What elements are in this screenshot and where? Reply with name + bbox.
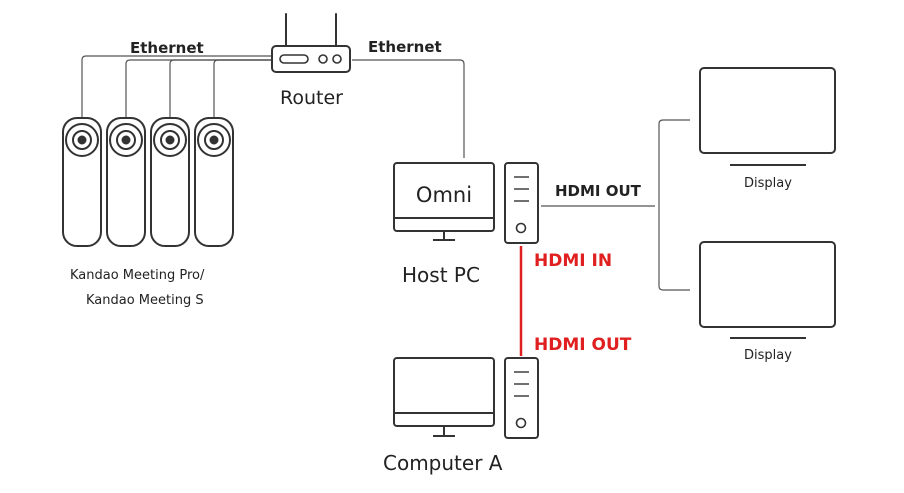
camera-3-icon [150, 117, 190, 247]
display-bottom-label: Display [744, 348, 792, 363]
ethernet-line-camera-3 [169, 59, 272, 118]
hdmi-out-computer-a-label: HDMI OUT [534, 335, 632, 355]
ethernet-line-camera-4 [213, 59, 272, 118]
router-icon [271, 13, 351, 73]
cameras-label-line1: Kandao Meeting Pro/ [70, 268, 205, 283]
ethernet-label-left: Ethernet [130, 39, 204, 57]
router-label: Router [280, 87, 343, 109]
display-bottom-icon [699, 241, 836, 339]
ethernet-line-camera-2 [125, 59, 272, 118]
camera-1-icon [62, 117, 102, 247]
host-pc-label: Host PC [402, 263, 480, 287]
camera-4-icon [194, 117, 234, 247]
ethernet-line-router-to-host [352, 59, 465, 158]
hdmi-out-lines-host [541, 119, 690, 291]
computer-a-tower-icon [504, 357, 539, 439]
display-top-icon [699, 67, 836, 166]
host-pc-tower-icon [504, 162, 539, 244]
hdmi-in-label: HDMI IN [534, 251, 612, 271]
host-pc-monitor-icon [393, 162, 495, 241]
cameras-label-line2: Kandao Meeting S [86, 293, 204, 308]
ethernet-label-right: Ethernet [368, 38, 442, 56]
display-top-label: Display [744, 176, 792, 191]
computer-a-monitor-icon [393, 357, 495, 437]
camera-2-icon [106, 117, 146, 247]
hdmi-out-host-label: HDMI OUT [555, 182, 642, 200]
omni-label: Omni [416, 183, 472, 207]
computer-a-label: Computer A [383, 451, 503, 475]
ethernet-lines-cameras [81, 55, 272, 118]
ethernet-line-camera-1 [81, 55, 272, 118]
